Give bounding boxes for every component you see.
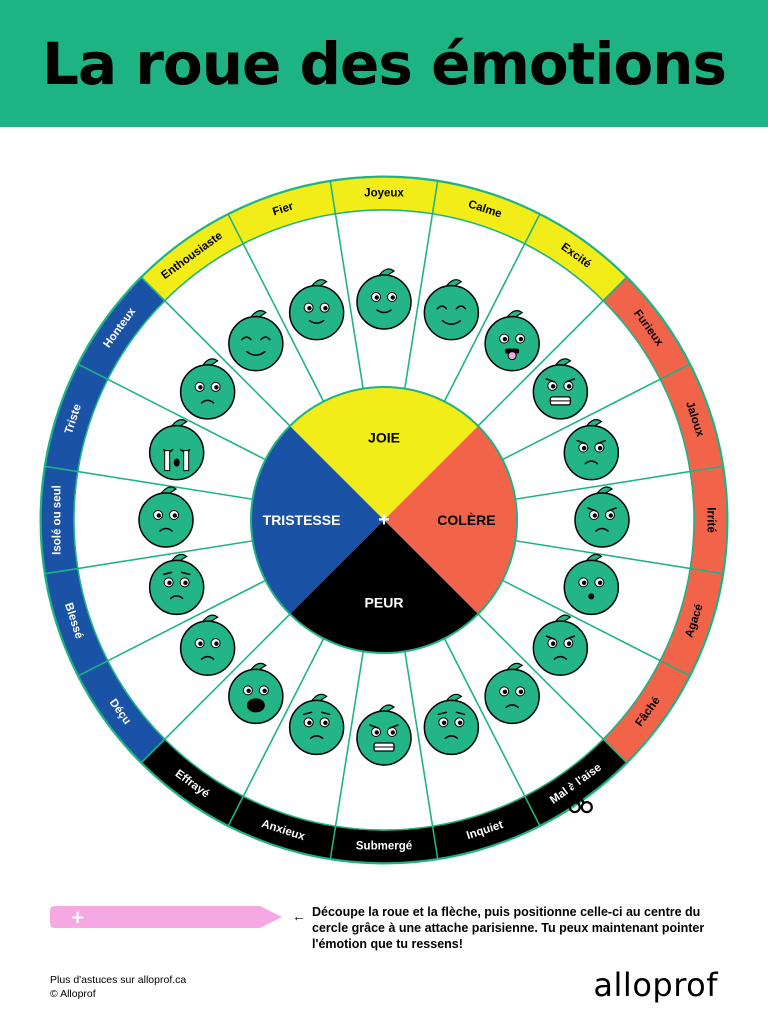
cutout-arrow[interactable]: + <box>50 900 290 934</box>
center-quadrant-colere[interactable] <box>384 425 517 615</box>
page-title: La roue des émotions <box>41 29 727 98</box>
emotion-label-isole-ou-seul: Isolé ou seul <box>52 485 64 555</box>
face-furieux-icon <box>532 358 589 420</box>
face-isole-ou-seul-icon <box>138 486 194 548</box>
emotion-label-submerge: Submergé <box>356 841 412 853</box>
face-joyeux-icon <box>356 268 412 330</box>
arrow-plus-icon: + <box>70 907 85 928</box>
face-fache-icon <box>532 614 589 676</box>
face-decu-icon <box>179 614 236 676</box>
center-plus-icon: + <box>378 509 390 531</box>
face-inquiet-icon <box>423 693 480 756</box>
face-anxieux-icon <box>288 693 345 756</box>
face-effraye-icon <box>228 662 284 725</box>
arrow-shape <box>50 906 282 928</box>
category-label: JOIE <box>368 430 400 446</box>
brand-logo: alloprof <box>593 966 718 1004</box>
category-label: PEUR <box>365 594 404 610</box>
emotion-wheel[interactable]: EnthousiasteFierJoyeuxCalmeExcitéFurieux… <box>0 127 768 887</box>
face-fier-icon <box>288 279 345 341</box>
face-jaloux-icon <box>563 419 620 481</box>
category-label: COLÈRE <box>437 512 495 528</box>
wheel-faces <box>138 268 630 766</box>
scissors-icon <box>568 783 593 814</box>
face-submerge-icon <box>356 704 412 766</box>
face-irrite-icon <box>574 486 630 548</box>
center-quadrant-peur[interactable] <box>289 520 479 653</box>
center-quadrant-joie[interactable] <box>289 387 479 520</box>
face-mal-a-l-aise-icon <box>484 662 540 725</box>
footer-copyright: © Alloprof <box>50 988 96 1000</box>
footer-credits: Plus d'astuces sur alloprof.ca © Allopro… <box>50 973 186 1001</box>
face-excite-icon <box>484 310 540 372</box>
category-label: TRISTESSE <box>263 512 341 528</box>
header-banner: La roue des émotions <box>0 0 768 127</box>
face-calme-icon <box>423 279 480 341</box>
instruction-text: Découpe la roue et la flèche, puis posit… <box>312 905 705 951</box>
face-triste-icon <box>148 419 205 481</box>
emotion-label-joyeux: Joyeux <box>364 188 404 200</box>
footer-tips-link[interactable]: Plus d'astuces sur alloprof.ca <box>50 974 187 986</box>
face-honteux-icon <box>179 358 236 420</box>
wheel-center-quadrants: JOIE COLÈRE PEUR TRISTESSE + <box>250 386 518 654</box>
face-blesse-icon <box>148 553 205 616</box>
center-quadrant-tristesse[interactable] <box>251 425 384 615</box>
instruction-pointer-icon: ← <box>292 908 306 924</box>
face-enthousiaste-icon <box>228 310 284 372</box>
face-agace-icon <box>563 553 620 616</box>
emotion-label-irrite: Irrité <box>705 507 717 533</box>
